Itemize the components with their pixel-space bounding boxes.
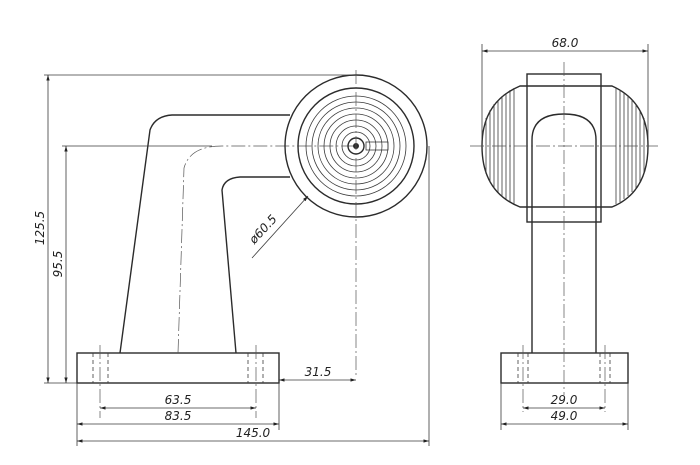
dim-text-base-length: 83.5 bbox=[165, 409, 192, 423]
side-arm-inner bbox=[221, 176, 290, 354]
dim-text-lamp-center-height: 95.5 bbox=[51, 251, 65, 278]
dim-text-base-overhang: 31.5 bbox=[305, 365, 332, 379]
side-view: 125.5 95.5 ø60.5 31.5 63.5 83.5 145.0 bbox=[33, 70, 430, 446]
dim-text-lamp-diameter: ø60.5 bbox=[246, 212, 280, 247]
front-view: 68.0 29.0 49.0 bbox=[470, 36, 658, 430]
dim-text-base-width: 49.0 bbox=[551, 409, 578, 423]
side-lamp-connector bbox=[365, 141, 389, 151]
side-base-plate bbox=[76, 352, 280, 384]
front-lamp-housing bbox=[481, 85, 649, 208]
dim-text-lamp-width: 68.0 bbox=[552, 36, 579, 50]
front-base-plate bbox=[500, 352, 629, 384]
side-arm-centerline bbox=[177, 145, 356, 354]
dim-text-total-height: 125.5 bbox=[33, 211, 47, 245]
dim-line-lamp-diameter bbox=[251, 195, 309, 259]
dim-text-front-hole-spacing: 29.0 bbox=[551, 393, 578, 407]
side-arm-outer bbox=[119, 114, 290, 354]
dim-text-overall-length: 145.0 bbox=[236, 426, 271, 440]
dim-text-hole-spacing: 63.5 bbox=[165, 393, 192, 407]
